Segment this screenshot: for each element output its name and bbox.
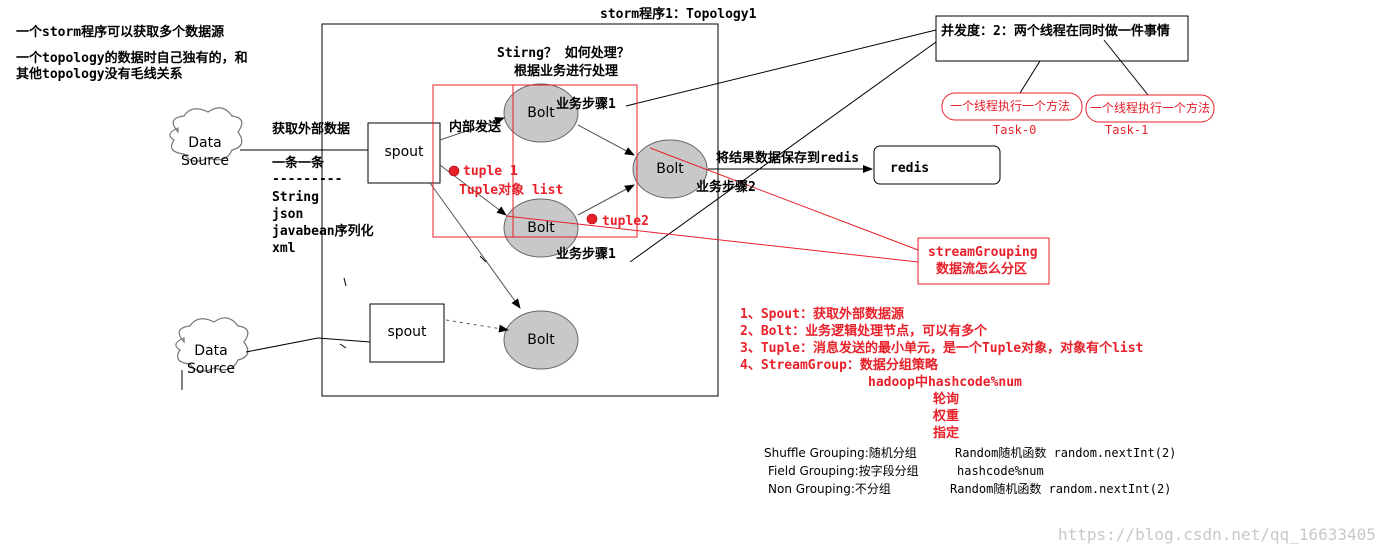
processing-answer: 根据业务进行处理 — [514, 64, 619, 79]
processing-question: Stirng？ 如何处理？ — [497, 46, 630, 61]
step2-label: 业务步骤2 — [696, 180, 756, 195]
task-1-label: Task-1 — [1105, 123, 1149, 137]
data-source-label-2: Data Source — [182, 342, 240, 378]
summary-item-1: 1、Spout：获取外部数据源 — [740, 307, 904, 322]
spout-label-2: spout — [387, 324, 427, 340]
stream-grouping-box — [917, 237, 1050, 285]
one-by-one-label: 一条一条 — [272, 156, 325, 171]
format-string: String — [272, 190, 319, 205]
red-box-left — [432, 84, 514, 238]
spout-box-2 — [369, 303, 445, 363]
grouping-field-name: Field Grouping:按字段分组 — [768, 464, 919, 478]
summary-item-2: 2、Bolt：业务逻辑处理节点，可以有多个 — [740, 324, 988, 339]
save-redis-label: 将结果数据保存到redis — [716, 151, 860, 166]
stream-grouping-title: streamGrouping — [928, 245, 1038, 260]
data-source-2-text: Data Source — [186, 343, 236, 377]
data-source-label-1: Data Source — [176, 134, 234, 170]
thread-2-label: 一个线程执行一个方法 — [1090, 101, 1211, 115]
task-0-label: Task-0 — [993, 123, 1037, 137]
spout-label-1: spout — [384, 144, 424, 160]
summary-sub-3: 权重 — [933, 409, 960, 424]
bolt-top-shape — [503, 83, 579, 143]
summary-sub-1: hadoop中hashcode%num — [868, 375, 1022, 390]
grouping-shuffle-desc: Random随机函数 random.nextInt(2) — [955, 446, 1177, 460]
tuple2-dot — [586, 213, 598, 225]
summary-item-3: 3、Tuple：消息发送的最小单元，是一个Tuple对象，对象有个list — [740, 341, 1144, 356]
bolt-mid-shape — [503, 198, 579, 258]
tuple2-label: tuple2 — [602, 214, 649, 229]
bolt-label-top: Bolt — [527, 105, 555, 121]
watermark: https://blog.csdn.net/qq_16633405 — [1058, 525, 1376, 544]
redis-box — [873, 145, 1001, 185]
concurrency-box — [935, 15, 1189, 62]
concurrency-title: 并发度：2：两个线程在同时做一件事情 — [941, 24, 1170, 39]
summary-item-4: 4、StreamGroup：数据分组策略 — [740, 358, 938, 373]
thread-oval-1 — [941, 92, 1083, 121]
tuple1-label: tuple 1 — [463, 164, 518, 179]
topology-frame — [321, 23, 719, 397]
bolt-label-mid: Bolt — [527, 220, 555, 236]
topology-title: storm程序1：Topology1 — [600, 7, 757, 22]
red-box-right — [512, 84, 638, 238]
note-line-1: 一个storm程序可以获取多个数据源 — [16, 25, 225, 40]
bolt-label-bottom: Bolt — [527, 332, 555, 348]
format-json: json — [272, 207, 304, 222]
data-source-cloud-1 — [169, 107, 243, 162]
tuple1-dot — [448, 165, 460, 177]
bolt-right-shape — [632, 139, 708, 199]
grouping-field-desc: hashcode%num — [957, 464, 1044, 478]
summary-sub-4: 指定 — [933, 426, 960, 441]
bolt-bottom-shape — [503, 310, 579, 370]
step1-bottom-label: 业务步骤1 — [556, 247, 616, 262]
summary-sub-2: 轮询 — [933, 392, 960, 407]
grouping-non-name: Non Grouping:不分组 — [768, 482, 891, 496]
dashes-label: --------- — [272, 172, 343, 187]
stream-grouping-subtitle: 数据流怎么分区 — [936, 262, 1028, 277]
step1-top-label: 业务步骤1 — [556, 97, 616, 112]
tuple-object-label: Tuple对象 list — [459, 183, 564, 198]
thread-oval-2 — [1085, 94, 1215, 123]
format-xml: xml — [272, 241, 296, 256]
redis-label: redis — [890, 161, 930, 176]
data-source-1-text: Data Source — [180, 135, 230, 169]
thread-1-label: 一个线程执行一个方法 — [950, 99, 1071, 113]
spout-box-1 — [367, 122, 441, 184]
note-line-2: 一个topology的数据时自己独有的，和 — [16, 51, 248, 66]
data-source-cloud-2 — [175, 317, 249, 372]
bolt-label-right: Bolt — [656, 161, 684, 177]
format-javabean: javabean序列化 — [272, 224, 374, 239]
get-external-label: 获取外部数据 — [272, 122, 351, 137]
internal-send-label: 内部发送 — [449, 120, 502, 135]
grouping-shuffle-name: Shuffle Grouping:随机分组 — [764, 446, 917, 460]
grouping-non-desc: Random随机函数 random.nextInt(2) — [950, 482, 1172, 496]
note-line-3: 其他topology没有毛线关系 — [16, 67, 183, 82]
